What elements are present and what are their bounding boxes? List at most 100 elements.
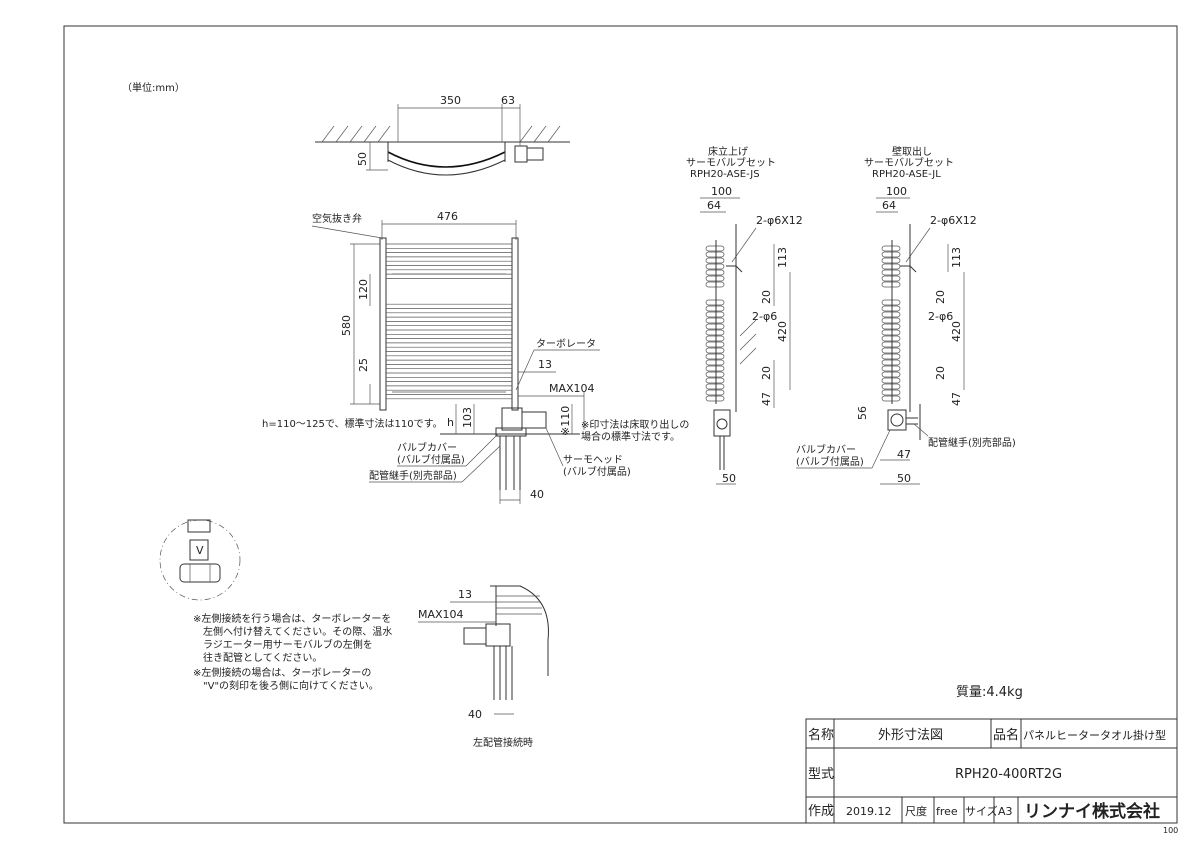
front-dim-25: 25: [357, 358, 370, 372]
tube-loop: [705, 275, 725, 282]
tube-loop: [705, 263, 725, 270]
tube-loop: [881, 383, 901, 390]
h-note: h=110～125で、標準寸法は110です。: [262, 417, 443, 430]
unit-note: （単位:mm）: [122, 81, 185, 94]
top-view: 350 63 50: [315, 94, 570, 176]
wall-dim-20b: 20: [934, 366, 947, 380]
tube-loop: [881, 353, 901, 360]
note-line-2: 左側へ付け替えてください。その際、温水: [203, 625, 392, 638]
floor-dim-20a: 20: [760, 290, 773, 304]
wall-dim-holes: 2-φ6X12: [930, 214, 977, 227]
wall-dim-420: 420: [950, 321, 963, 342]
wall-dim-56: 56: [856, 406, 869, 420]
tb-name-value: 外形寸法図: [878, 728, 943, 743]
note-line-1: ※左側接続を行う場合は、ターボレーターを: [193, 612, 391, 625]
front-dim-476: 476: [437, 210, 458, 223]
tb-company: リンナイ株式会社: [1024, 801, 1160, 822]
wall-dim-113: 113: [950, 247, 963, 268]
floor-title-2: サーモバルブセット: [686, 156, 776, 169]
wall-dim-47b: 47: [897, 448, 911, 461]
wall-dim-50: 50: [897, 472, 911, 485]
tube-loop: [705, 305, 725, 312]
pipe-joint-label: 配管継手(別売部品): [369, 469, 457, 482]
wall-title-1: 壁取出し: [892, 145, 932, 158]
tube-loop: [705, 395, 725, 402]
wall-valve-cover-sub: (バルブ付属品): [796, 455, 864, 468]
weight-label: 質量:4.4kg: [956, 685, 1023, 700]
note-line-3: ラジエーター用サーモバルブの左側を: [203, 638, 373, 651]
wall-valve-cover-label: バルブカバー: [796, 443, 856, 456]
floor-title-3: RPH20-ASE-JS: [690, 169, 760, 180]
star-note-2: 場合の標準寸法です。: [581, 430, 680, 443]
floor-title-1: 床立上げ: [708, 145, 748, 158]
valve-cover-label: バルブカバー: [397, 441, 457, 454]
tube-loop: [881, 263, 901, 270]
floor-dim-phi6: 2-φ6: [752, 310, 777, 323]
front-dim-110: ※110: [559, 406, 572, 436]
wall-title-3: RPH20-ASE-JL: [872, 169, 941, 180]
wall-dim-phi6: 2-φ6: [928, 310, 953, 323]
tube-loop: [705, 335, 725, 342]
tube-loop: [705, 353, 725, 360]
corner-code: 100: [1163, 826, 1178, 835]
tube-loop: [705, 323, 725, 330]
lp-dim-max104: MAX104: [418, 608, 464, 621]
thermo-head-label: サーモヘッド: [563, 454, 623, 466]
front-dim-max104: MAX104: [549, 382, 595, 395]
front-dim-40: 40: [530, 488, 544, 501]
tube-loop: [881, 257, 901, 264]
front-view: 476 空気抜き弁 580 120 25 ターボレータ 13 MAX104: [262, 210, 689, 504]
tb-size-value: A3: [998, 805, 1013, 818]
tb-name-label: 名称: [808, 727, 834, 743]
floor-dim-47: 47: [760, 392, 773, 406]
tube-loop: [881, 323, 901, 330]
tube-loop: [881, 389, 901, 396]
tube-loop: [705, 389, 725, 396]
front-dim-580: 580: [340, 315, 353, 336]
tb-product-value: パネルヒータータオル掛け型: [1023, 728, 1166, 742]
note-line-6: "V"の刻印を後ろ側に向けてください。: [203, 679, 379, 692]
tube-loop: [881, 359, 901, 366]
sheet-border: [63, 25, 1178, 824]
top-dim-63: 63: [501, 94, 515, 107]
front-dim-h: h: [447, 416, 454, 429]
tube-loop: [881, 371, 901, 378]
tube-loop: [705, 269, 725, 276]
top-dim-350: 350: [440, 94, 461, 107]
detail-marker-v: V: [196, 544, 204, 557]
tb-scale-value: free: [936, 805, 958, 818]
tube-loop: [881, 299, 901, 306]
tube-loop: [705, 245, 725, 252]
wall-side-view: 壁取出し サーモバルブセット RPH20-ASE-JL 100 64 2-φ6X…: [796, 145, 1016, 485]
tb-model-value: RPH20-400RT2G: [955, 767, 1062, 782]
title-block: 名称 外形寸法図 品名 パネルヒータータオル掛け型 型式 RPH20-400RT…: [805, 718, 1178, 824]
turbulator-label: ターボレータ: [536, 338, 596, 350]
floor-dim-100: 100: [711, 185, 732, 198]
note-line-5: ※左側接続の場合は、ターボレーターの: [193, 666, 371, 679]
floor-dim-113: 113: [776, 247, 789, 268]
tube-loop: [705, 383, 725, 390]
lp-dim-40: 40: [468, 708, 482, 721]
tube-loop: [705, 359, 725, 366]
valve-cover-sub: (バルブ付属品): [397, 453, 465, 466]
tube-loop: [881, 329, 901, 336]
tube-loop: [705, 281, 725, 288]
floor-dim-64: 64: [707, 199, 721, 212]
air-vent-label: 空気抜き弁: [312, 212, 362, 225]
detail-view: V: [159, 519, 241, 601]
tube-loop: [881, 305, 901, 312]
tube-loop: [705, 329, 725, 336]
tube-loop: [881, 395, 901, 402]
tube-loop: [881, 341, 901, 348]
tube-loop: [881, 317, 901, 324]
wall-title-2: サーモバルブセット: [864, 156, 954, 169]
floor-side-view: 床立上げ サーモバルブセット RPH20-ASE-JS 100 64 2-φ6X…: [686, 145, 803, 485]
tube-loop: [705, 251, 725, 258]
tube-loop: [881, 251, 901, 258]
floor-dim-holes: 2-φ6X12: [756, 214, 803, 227]
tube-loop: [705, 365, 725, 372]
star-note-1: ※印寸法は床取り出しの: [581, 418, 689, 431]
notes: ※左側接続を行う場合は、ターボレーターを 左側へ付け替えてください。その際、温水…: [193, 612, 392, 692]
tb-made-label: 作成: [808, 804, 834, 819]
